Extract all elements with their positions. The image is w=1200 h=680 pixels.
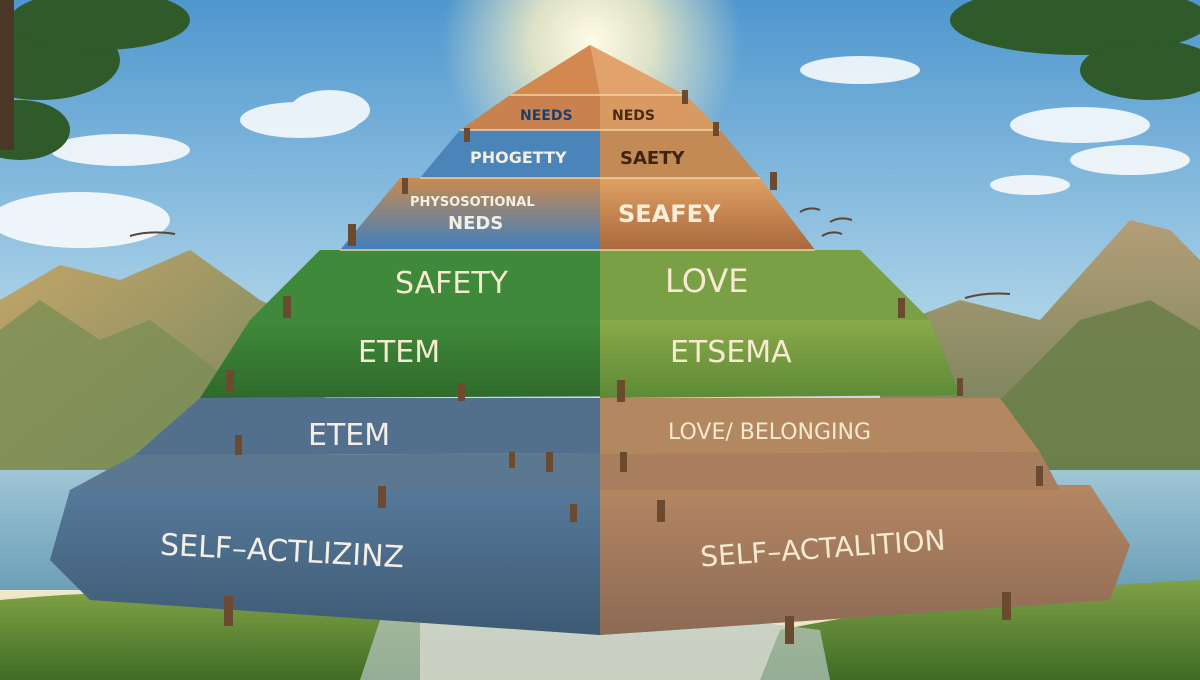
- tier3-left-label: PHOGETTY: [470, 148, 567, 167]
- tier7-left-label: ETEM: [308, 418, 391, 453]
- tier8-right: [600, 485, 1130, 635]
- clouds: [0, 56, 1190, 248]
- path: [360, 612, 830, 680]
- climbers: [224, 90, 1043, 644]
- tree-left: [0, 0, 190, 160]
- tier4-left-label-2: NEDS: [448, 213, 504, 234]
- tier2-right-label: NEDS: [612, 108, 655, 124]
- tier5-left-label: SAFETY: [395, 266, 508, 301]
- tier7-right-label: LOVE/ BELONGING: [668, 420, 872, 445]
- tier4-right-label: SEAFEY: [618, 200, 721, 228]
- tier6-right-label: ETSEMA: [670, 335, 792, 370]
- tier3-right-label: SAETY: [620, 148, 685, 169]
- tier4-left-label-1: PHYSOSOTIONAL: [410, 195, 535, 210]
- tree-right: [950, 0, 1200, 100]
- tier8-left: [50, 490, 600, 635]
- tier2-left-label: NEEDS: [520, 108, 573, 124]
- tier6-left-label: ETEM: [358, 335, 441, 370]
- ground-right: [760, 580, 1200, 680]
- tier5-right-label: LOVE: [665, 262, 749, 300]
- birds: [129, 207, 1011, 299]
